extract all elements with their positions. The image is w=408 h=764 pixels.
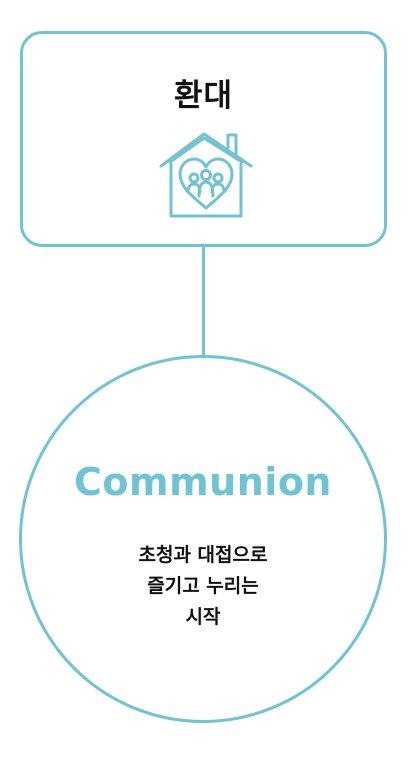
connector-line (202, 247, 205, 358)
description-line: 즐기고 누리는 (147, 575, 259, 597)
house-with-heart-family-icon (159, 132, 253, 218)
circle-description: 초청과 대접으로 즐기고 누리는 시작 (22, 540, 384, 633)
communion-circle: Communion 초청과 대접으로 즐기고 누리는 시작 (19, 355, 387, 723)
hospitality-box: 환대 (20, 31, 387, 247)
description-line: 시작 (185, 606, 221, 628)
description-line: 초청과 대접으로 (138, 544, 268, 566)
box-title: 환대 (173, 78, 234, 114)
circle-title: Communion (74, 460, 332, 504)
